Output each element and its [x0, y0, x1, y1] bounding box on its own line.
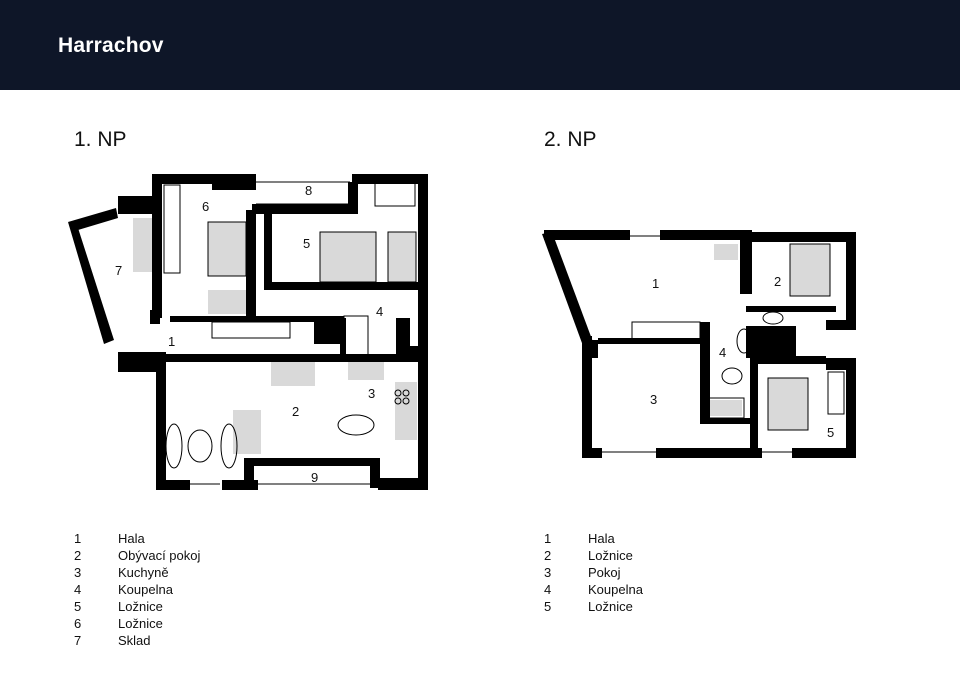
- floor-1-walls: [68, 174, 428, 490]
- legend-item: 4 Koupelna: [544, 581, 643, 598]
- legend-item: 6 Ložnice: [74, 615, 200, 632]
- floor-2-furniture: [708, 244, 830, 430]
- header-bar: Harrachov: [0, 0, 960, 90]
- floor-1-plan: 6 8 5 7 4 1 3 2 9: [68, 174, 428, 490]
- room-label-6: 6: [202, 199, 209, 214]
- legend-room-name: Ložnice: [588, 599, 633, 614]
- room-label-2: 2: [292, 404, 299, 419]
- room-label-5: 5: [303, 236, 310, 251]
- room-label-2: 2: [774, 274, 781, 289]
- legend-item: 3 Pokoj: [544, 564, 643, 581]
- floor-1-furniture: [133, 218, 417, 454]
- floor-2-room-labels: 1 2 4 3 5: [650, 274, 834, 440]
- floor-1-title: 1. NP: [74, 128, 127, 151]
- legend-room-name: Hala: [118, 531, 145, 546]
- legend-room-name: Ložnice: [118, 599, 163, 614]
- room-label-7: 7: [115, 263, 122, 278]
- legend-number: 4: [544, 582, 552, 597]
- legend-item: 4 Koupelna: [74, 581, 200, 598]
- floor-2-plan: 1 2 4 3 5: [542, 230, 856, 458]
- legend-number: 2: [544, 548, 552, 563]
- legend-number: 4: [74, 582, 82, 597]
- legend-number: 6: [74, 616, 82, 631]
- floor-1-fixtures: [163, 181, 417, 485]
- legend-room-name: Koupelna: [118, 582, 173, 597]
- legend-room-name: Obývací pokoj: [118, 548, 201, 563]
- page-title: Harrachov: [58, 34, 164, 57]
- legend-number: 3: [544, 565, 552, 580]
- legend-room-name: Sklad: [118, 633, 151, 648]
- room-label-4: 4: [719, 345, 726, 360]
- room-label-5: 5: [827, 425, 834, 440]
- legend-number: 5: [74, 599, 82, 614]
- room-label-1: 1: [168, 334, 175, 349]
- floor-2-title: 2. NP: [544, 128, 597, 151]
- room-label-8: 8: [305, 183, 312, 198]
- legend-item: 1 Hala: [544, 530, 643, 547]
- legend-room-name: Ložnice: [118, 616, 163, 631]
- legend-item: 1 Hala: [74, 530, 200, 547]
- legend-room-name: Pokoj: [588, 565, 621, 580]
- legend-room-name: Ložnice: [588, 548, 633, 563]
- legend-number: 5: [544, 599, 552, 614]
- floor-2-walls: [542, 230, 856, 458]
- legend-number: 1: [74, 531, 82, 546]
- legend-item: 3 Kuchyně: [74, 564, 200, 581]
- legend-item: 2 Ložnice: [544, 547, 643, 564]
- legend-item: 2 Obývací pokoj: [74, 547, 200, 564]
- legend-item: 7 Sklad: [74, 632, 200, 649]
- room-label-1: 1: [652, 276, 659, 291]
- room-label-4: 4: [376, 304, 383, 319]
- legend-room-name: Koupelna: [588, 582, 643, 597]
- legend-number: 2: [74, 548, 82, 563]
- room-label-9: 9: [311, 470, 318, 485]
- legend-item: 5 Ložnice: [544, 598, 643, 615]
- legend-room-name: Hala: [588, 531, 615, 546]
- floor-1-room-labels: 6 8 5 7 4 1 3 2 9: [115, 183, 383, 485]
- room-label-3: 3: [650, 392, 657, 407]
- legend-item: 5 Ložnice: [74, 598, 200, 615]
- legend-number: 1: [544, 531, 552, 546]
- legend-number: 7: [74, 633, 82, 648]
- legend-room-name: Kuchyně: [118, 565, 169, 580]
- legend-number: 3: [74, 565, 82, 580]
- room-label-3: 3: [368, 386, 375, 401]
